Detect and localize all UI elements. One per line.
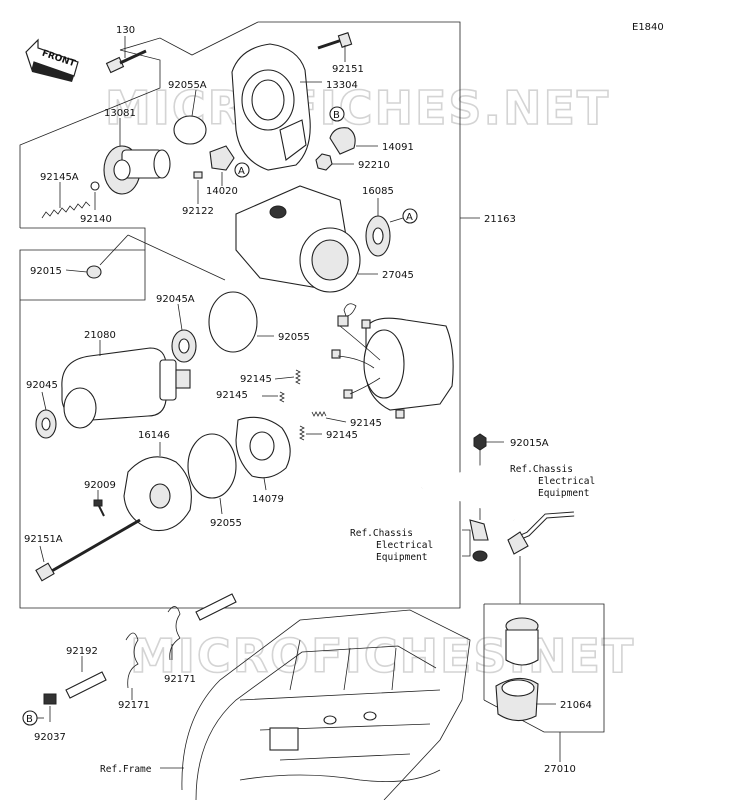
- yoke-field-coil: [331, 303, 454, 419]
- o-ring-92055A: [173, 115, 207, 145]
- diagram-code: E1840: [632, 22, 664, 33]
- label-92140: 92140: [80, 214, 112, 225]
- label-27045: 27045: [382, 270, 414, 281]
- label-16146: 16146: [138, 430, 170, 441]
- label-92192: 92192: [66, 646, 98, 657]
- svg-text:B: B: [26, 714, 33, 725]
- bolt-92151: [317, 32, 353, 62]
- brush-holder-14079: [235, 416, 291, 491]
- svg-text:Ref.Chassis: Ref.Chassis: [350, 528, 413, 539]
- front-arrow-icon: FRONT: [25, 38, 79, 82]
- svg-text:Electrical: Electrical: [376, 540, 433, 551]
- ref-frame: Ref.Frame: [100, 764, 152, 775]
- label-92015: 92015: [30, 266, 62, 277]
- label-92145-d: 92145: [326, 430, 358, 441]
- brush-springs-92145: [262, 369, 347, 441]
- label-92210: 92210: [358, 160, 390, 171]
- ball-92140: [90, 181, 100, 191]
- washer-92015: [65, 265, 102, 279]
- spring-92145A: [41, 182, 91, 219]
- bearing-92045: [35, 391, 57, 439]
- leader-92015-2: [127, 234, 226, 281]
- label-92145-c: 92145: [350, 418, 382, 429]
- ref-chassis-right: Ref.Chassis Electrical Equipment: [510, 464, 595, 499]
- label-13081: 13081: [104, 108, 136, 119]
- clip-92171-left: [125, 632, 139, 700]
- label-14079: 14079: [252, 494, 284, 505]
- label-21080: 21080: [84, 330, 116, 341]
- nut-92015A: [473, 433, 504, 451]
- svg-text:Ref.Chassis: Ref.Chassis: [510, 464, 573, 475]
- pinion-13081: [103, 118, 171, 195]
- label-14091: 14091: [382, 142, 414, 153]
- label-92045: 92045: [26, 380, 58, 391]
- svg-text:A: A: [238, 166, 245, 177]
- label-130: 130: [116, 25, 135, 36]
- label-92145A: 92145A: [40, 172, 79, 183]
- armature-21080: [61, 340, 191, 429]
- label-92055A: 92055A: [168, 80, 207, 91]
- label-21163: 21163: [484, 214, 516, 225]
- label-92122: 92122: [182, 206, 214, 217]
- o-ring-92055-bottom: [187, 433, 237, 499]
- watermark-bottom: MICROFICHES.NET: [130, 629, 635, 683]
- label-13304: 13304: [326, 80, 358, 91]
- svg-text:B: B: [333, 110, 340, 121]
- label-92145-a: 92145: [240, 374, 272, 385]
- screw-92009: [93, 490, 105, 517]
- pin-upper: [195, 593, 237, 621]
- label-92151A: 92151A: [24, 534, 63, 545]
- cable-harness: [421, 464, 575, 562]
- callout-a-left: A: [234, 162, 250, 178]
- label-92037: 92037: [34, 732, 66, 743]
- pin-92122: [193, 171, 203, 179]
- callout-b-top: B: [329, 106, 345, 122]
- cap-14091: [329, 127, 378, 155]
- bracket-ref-left: [462, 529, 471, 557]
- bolt-130: [105, 36, 147, 74]
- svg-text:A: A: [406, 212, 413, 223]
- svg-text:Equipment: Equipment: [376, 552, 427, 563]
- callout-b-bottom: B: [22, 710, 44, 726]
- ref-chassis-left: Ref.Chassis Electrical Equipment: [350, 528, 433, 563]
- label-92171-a: 92171: [118, 700, 150, 711]
- label-92009: 92009: [84, 480, 116, 491]
- svg-text:Electrical: Electrical: [538, 476, 595, 487]
- label-92151: 92151: [332, 64, 364, 75]
- label-92171-b: 92171: [164, 674, 196, 685]
- lever-14020: [209, 145, 235, 186]
- label-92055-bottom: 92055: [210, 518, 242, 529]
- housing-13304: [231, 43, 322, 171]
- label-92055-top: 92055: [278, 332, 310, 343]
- label-27010: 27010: [544, 764, 576, 775]
- body-27045: [235, 185, 378, 293]
- assembly-outline: [19, 21, 480, 609]
- o-ring-92055-top: [208, 291, 258, 353]
- label-16085: 16085: [362, 186, 394, 197]
- label-21064: 21064: [560, 700, 592, 711]
- pin-92192: [65, 656, 107, 699]
- nut-92210: [315, 153, 354, 171]
- cover-16146: [123, 442, 192, 532]
- label-92045A: 92045A: [156, 294, 195, 305]
- clip-92171-right: [167, 606, 181, 661]
- svg-text:Equipment: Equipment: [538, 488, 589, 499]
- gear-16085: [365, 198, 391, 257]
- relay-box-27010: [483, 603, 605, 762]
- label-14020: 14020: [206, 186, 238, 197]
- bolt-92151A: [35, 518, 141, 582]
- frame-sketch: [160, 609, 471, 800]
- label-92015A: 92015A: [510, 438, 549, 449]
- bearing-92045A: [171, 303, 197, 363]
- label-92145-b: 92145: [216, 390, 248, 401]
- leader-92015: [99, 234, 129, 266]
- callout-a-right: A: [389, 208, 418, 224]
- connector-92037: [43, 693, 57, 722]
